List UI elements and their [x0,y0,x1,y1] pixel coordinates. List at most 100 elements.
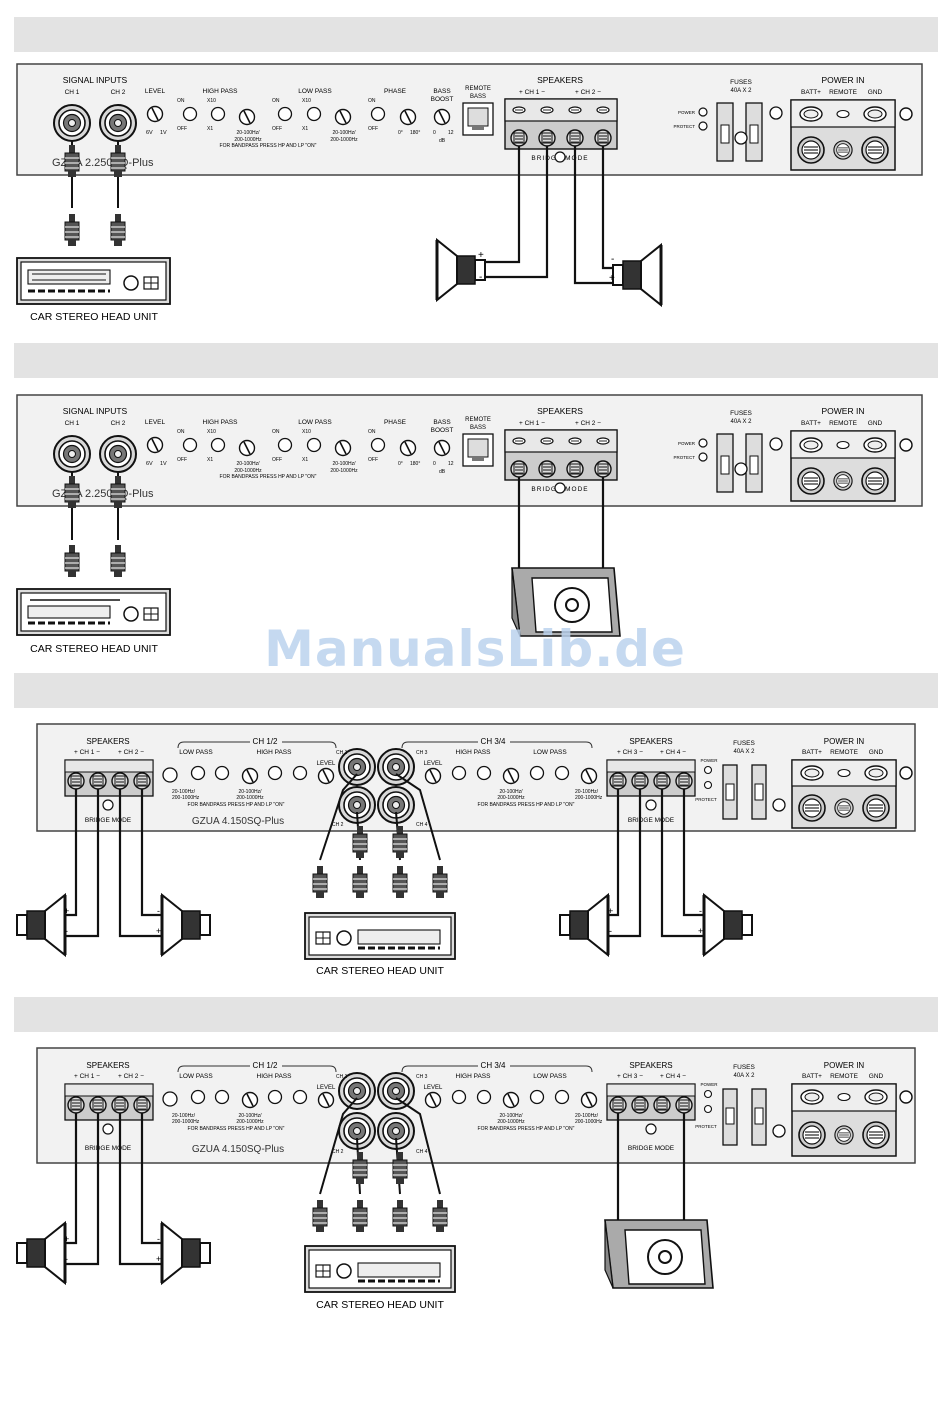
remote-bass-port[interactable] [462,102,494,136]
hp-freq-knob[interactable] [238,108,256,126]
hp-knob-right[interactable] [502,1091,520,1109]
lp-freq-knob[interactable] [334,439,352,457]
lp-x-button-left[interactable] [214,765,230,781]
lp-x-button-left[interactable] [214,1089,230,1105]
fuse-2[interactable] [751,1088,767,1146]
fuse-1[interactable] [716,433,734,493]
speaker-fr [160,1221,212,1285]
level-knob-right[interactable] [424,1091,442,1109]
hp-button-right[interactable] [451,765,467,781]
hp-freq-knob[interactable] [238,439,256,457]
amp-model-label: GZUA 4.150SQ-Plus [192,1144,284,1155]
phase-on-label: ON [368,429,376,435]
gnd-terminal[interactable] [861,136,889,164]
lp-button-right[interactable] [529,765,545,781]
spk-terminal-ch1-minus[interactable] [538,460,556,478]
hp-on-off-button[interactable] [182,437,198,453]
lp-on-off-button[interactable] [277,437,293,453]
batt-terminal[interactable] [798,794,826,822]
rca-jack-ch2[interactable] [99,104,137,142]
batt-terminal[interactable] [797,467,825,495]
remote-terminal[interactable] [834,798,854,818]
hp-x10-x1-button[interactable] [210,437,226,453]
fuse-2[interactable] [751,764,767,820]
rca-jack-ch1[interactable] [53,435,91,473]
level-knob-left[interactable] [317,767,335,785]
bandpass-note: FOR BANDPASS PRESS HP AND LP "ON" [188,1126,285,1132]
phase-knob[interactable] [399,108,417,126]
fuse-2[interactable] [745,433,763,493]
hp-x-button-left[interactable] [292,765,308,781]
lp-button-right[interactable] [529,1089,545,1105]
spk-terminal-ch1-minus[interactable] [538,129,556,147]
hp-on-off-button[interactable] [182,106,198,122]
fuses-label: FUSES [733,740,755,747]
rca-plug-hu-ch1 [64,213,80,247]
lp-button-left[interactable] [190,765,206,781]
lp-knob-right[interactable] [580,767,598,785]
spk-terminal-ch1-plus[interactable] [510,129,528,147]
spk-ch2-label: + CH 2 − [118,1073,144,1080]
remote-terminal[interactable] [833,140,853,160]
phase-knob[interactable] [399,439,417,457]
lp-knob-right[interactable] [580,1091,598,1109]
remote-terminal[interactable] [834,1125,854,1145]
speaker-rr [702,893,754,957]
lp-knob-left[interactable] [241,1091,259,1109]
spk-ch4-label: + CH 4 − [660,1073,686,1080]
fuse-1[interactable] [716,102,734,162]
batt-terminal[interactable] [797,136,825,164]
lp-x10-x1-button[interactable] [306,106,322,122]
gnd-terminal[interactable] [862,1121,890,1149]
hp-button-left[interactable] [267,1089,283,1105]
spk-terminal-ch2-minus[interactable] [594,460,612,478]
remote-label: REMOTE [829,420,857,427]
phase-button[interactable] [370,106,386,122]
hp-knob-right[interactable] [502,767,520,785]
hp-button-right[interactable] [451,1089,467,1105]
lp-knob-left[interactable] [241,767,259,785]
rca-jack-ch2[interactable] [99,435,137,473]
hp-x-button-right[interactable] [476,765,492,781]
hp-button-left[interactable] [267,765,283,781]
level-knob-right[interactable] [424,767,442,785]
spk-rl-plus: + [608,906,613,916]
lp-on-off-button[interactable] [277,106,293,122]
ch12-label: CH 1/2 [253,737,278,746]
lp-freq-knob[interactable] [334,108,352,126]
level-knob[interactable] [146,436,164,454]
remote-terminal[interactable] [833,471,853,491]
lp-x10-x1-button[interactable] [306,437,322,453]
fuse-1[interactable] [722,764,738,820]
level-knob[interactable] [146,105,164,123]
remote-bass-port[interactable] [462,433,494,467]
lp-x-button-right[interactable] [554,765,570,781]
rca-jack-ch3[interactable] [377,1072,415,1110]
ch1-input-label: CH 1 [65,89,80,96]
hp-x-button-right[interactable] [476,1089,492,1105]
spk-fr-plus: + [156,926,161,936]
hp-x-button-left[interactable] [292,1089,308,1105]
bass-boost-knob[interactable] [433,439,451,457]
gnd-terminal[interactable] [862,794,890,822]
lp-button-left[interactable] [190,1089,206,1105]
bass-boost-knob[interactable] [433,108,451,126]
spk-terminal-ch2-plus[interactable] [566,129,584,147]
spk-terminal-ch1-plus[interactable] [510,460,528,478]
fuse-1[interactable] [722,1088,738,1146]
hp-range-2: 200-1000Hz [234,468,262,474]
phase-button[interactable] [370,437,386,453]
spk-ch2-label: + CH 2 − [575,89,601,96]
high-pass-label: HIGH PASS [203,419,239,426]
gnd-terminal[interactable] [861,467,889,495]
rca-jack-ch3[interactable] [377,748,415,786]
fuse-2[interactable] [745,102,763,162]
spk-terminal-ch2-minus[interactable] [594,129,612,147]
batt-terminal[interactable] [798,1121,826,1149]
bandpass-note: FOR BANDPASS PRESS HP AND LP "ON" [188,802,285,808]
hp-x10-x1-button[interactable] [210,106,226,122]
spk-terminal-ch2-plus[interactable] [566,460,584,478]
rca-jack-ch1[interactable] [53,104,91,142]
level-knob-left[interactable] [317,1091,335,1109]
lp-x-button-right[interactable] [554,1089,570,1105]
